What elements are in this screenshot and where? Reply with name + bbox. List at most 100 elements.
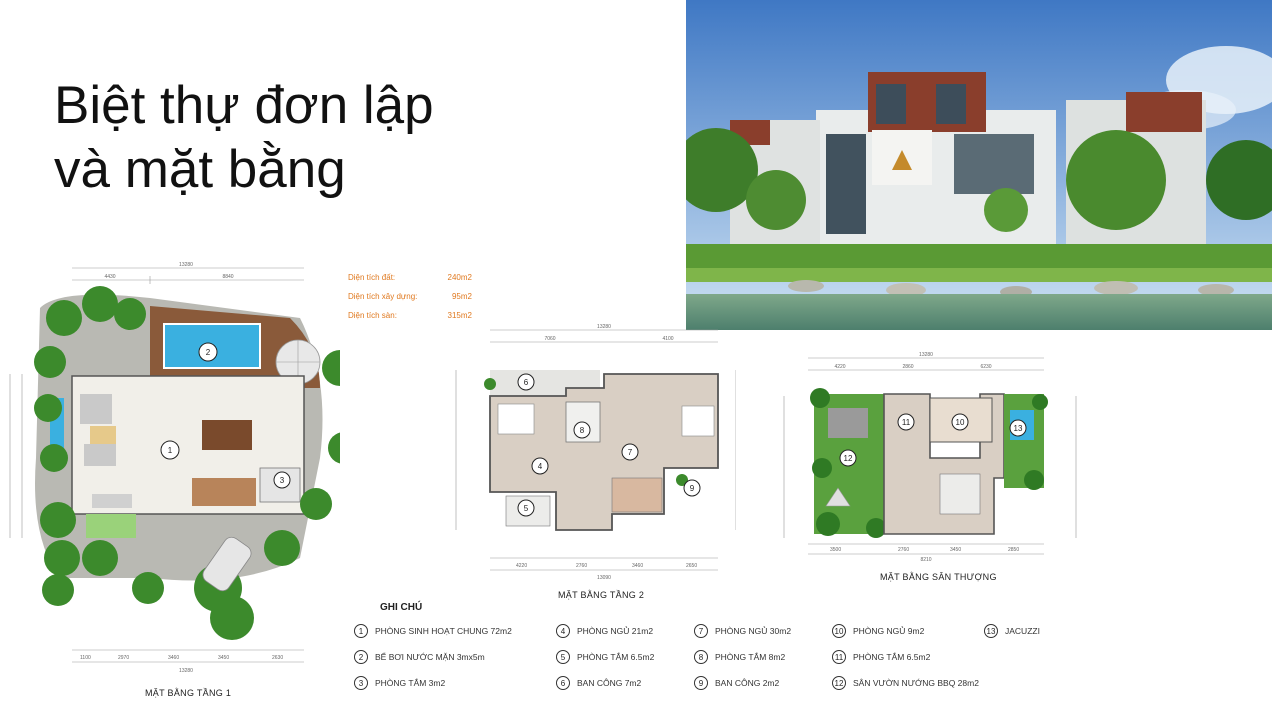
dim-bottom-1: 3500 [830, 547, 841, 553]
legend-text: SÂN VƯỜN NƯỚNG BBQ 28m2 [853, 678, 979, 688]
dim-bottom-3: 3460 [168, 655, 179, 661]
area-value: 240m2 [447, 273, 472, 282]
dim-top-total: 13280 [179, 262, 193, 268]
legend-text: BỂ BƠI NƯỚC MẶN 3mx5m [375, 652, 485, 662]
legend-number: 13 [984, 624, 998, 638]
legend-number: 5 [556, 650, 570, 664]
svg-text:13: 13 [1014, 424, 1023, 433]
dim-bottom-2: 2760 [898, 547, 909, 553]
dim-bottom-4: 2650 [686, 563, 697, 569]
legend-number: 6 [556, 676, 570, 690]
legend-number: 11 [832, 650, 846, 664]
dim-top-1: 4220 [834, 364, 845, 370]
legend-number: 9 [694, 676, 708, 690]
legend-item: 3 PHÒNG TẮM 3m2 [354, 676, 445, 690]
legend-item: 8 PHÒNG TẮM 8m2 [694, 650, 785, 664]
dim-bottom-1: 4220 [516, 563, 527, 569]
area-value: 95m2 [451, 292, 472, 301]
dim-top-a: 7060 [544, 336, 555, 342]
dim-bottom-total: 13280 [179, 668, 193, 674]
legend-item: 6 BAN CÔNG 7m2 [556, 676, 641, 690]
page-title: Biệt thự đơn lập và mặt bằng [54, 74, 434, 202]
legend-text: JACUZZI [1005, 626, 1040, 636]
villa-photo [686, 0, 1272, 330]
legend-text: PHÒNG NGỦ 30m2 [715, 626, 792, 636]
legend-number: 12 [832, 676, 846, 690]
floor-plan-2: 13280 7060 4100 6 8 4 7 5 9 4220 2760 34… [446, 318, 736, 580]
dim-bottom-3: 3450 [950, 547, 961, 553]
legend-text: PHÒNG SINH HOẠT CHUNG 72m2 [375, 626, 512, 636]
legend-item: 12 SÂN VƯỜN NƯỚNG BBQ 28m2 [832, 676, 979, 690]
dim-bottom-1: 1100 [80, 655, 91, 661]
legend-text: BAN CÔNG 2m2 [715, 678, 780, 688]
dim-bottom-3: 3460 [632, 563, 643, 569]
caption-rooftop: MẶT BẰNG SÂN THƯỢNG [880, 572, 997, 582]
legend-number: 8 [694, 650, 708, 664]
legend-text: PHÒNG NGỦ 21m2 [577, 626, 654, 636]
rooftop-plan: 13280 4220 2860 6230 11 10 13 12 3500 27… [780, 348, 1080, 562]
floor-plan-1: 13280 4430 8840 [0, 258, 340, 678]
dim-top-total: 13280 [919, 352, 933, 358]
legend-item: 1 PHÒNG SINH HOẠT CHUNG 72m2 [354, 624, 512, 638]
svg-text:12: 12 [844, 454, 853, 463]
legend-item: 9 BAN CÔNG 2m2 [694, 676, 779, 690]
svg-text:11: 11 [902, 418, 911, 427]
dim-bottom-5: 2630 [272, 655, 283, 661]
legend-number: 1 [354, 624, 368, 638]
dim-bottom-2: 2970 [118, 655, 129, 661]
dim-bottom-2: 2760 [576, 563, 587, 569]
legend-item: 2 BỂ BƠI NƯỚC MẶN 3mx5m [354, 650, 485, 664]
svg-text:7: 7 [628, 448, 633, 457]
legend-text: PHÒNG TẮM 6.5m2 [577, 652, 655, 662]
svg-text:10: 10 [956, 418, 965, 427]
dim-top-a: 4430 [104, 274, 115, 280]
legend-number: 10 [832, 624, 846, 638]
area-label: Diện tích sàn: [348, 311, 397, 320]
svg-text:4: 4 [538, 462, 543, 471]
area-info-row: Diện tích xây dựng: 95m2 [348, 287, 472, 306]
dim-bottom-4: 3450 [218, 655, 229, 661]
area-info-row: Diện tích đất: 240m2 [348, 268, 472, 287]
svg-text:6: 6 [524, 378, 529, 387]
dim-top-2: 2860 [902, 364, 913, 370]
area-info-row: Diện tích sàn: 315m2 [348, 306, 472, 325]
legend-text: PHÒNG TẮM 8m2 [715, 652, 786, 662]
dim-top-b: 4100 [662, 336, 673, 342]
legend-text: BAN CÔNG 7m2 [577, 678, 642, 688]
legend-item: 10 PHÒNG NGỦ 9m2 [832, 624, 924, 638]
legend-number: 4 [556, 624, 570, 638]
caption-floor-2: MẶT BẰNG TẦNG 2 [558, 590, 645, 600]
legend-number: 7 [694, 624, 708, 638]
area-info: Diện tích đất: 240m2 Diện tích xây dựng:… [348, 268, 472, 325]
legend-item: 5 PHÒNG TẮM 6.5m2 [556, 650, 654, 664]
dim-bottom-total: 13090 [597, 575, 611, 580]
area-value: 315m2 [447, 311, 472, 320]
legend-title: GHI CHÚ [380, 602, 423, 613]
legend-item: 13 JACUZZI [984, 624, 1040, 638]
legend-item: 4 PHÒNG NGỦ 21m2 [556, 624, 653, 638]
svg-text:5: 5 [524, 504, 529, 513]
legend-text: PHÒNG NGỦ 9m2 [853, 626, 925, 636]
dim-top-b: 8840 [222, 274, 233, 280]
title-line-1: Biệt thự đơn lập [54, 76, 434, 135]
svg-text:9: 9 [690, 484, 695, 493]
caption-floor-1: MẶT BẰNG TẦNG 1 [145, 688, 232, 698]
svg-text:3: 3 [280, 476, 285, 485]
legend-text: PHÒNG TẮM 3m2 [375, 678, 446, 688]
svg-text:2: 2 [206, 348, 211, 357]
area-label: Diện tích đất: [348, 273, 396, 282]
svg-text:8: 8 [580, 426, 585, 435]
legend: 1 PHÒNG SINH HOẠT CHUNG 72m2 2 BỂ BƠI NƯỚC… [354, 624, 1094, 690]
legend-item: 7 PHÒNG NGỦ 30m2 [694, 624, 791, 638]
area-label: Diện tích xây dựng: [348, 292, 418, 301]
dim-bottom-total: 8210 [920, 557, 931, 562]
legend-number: 3 [354, 676, 368, 690]
dim-bottom-4: 2850 [1008, 547, 1019, 553]
svg-text:1: 1 [168, 446, 173, 455]
dim-top-total: 13280 [597, 324, 611, 330]
legend-text: PHÒNG TẮM 6.5m2 [853, 652, 931, 662]
legend-number: 2 [354, 650, 368, 664]
title-line-2: và mặt bằng [54, 140, 346, 199]
dim-top-3: 6230 [980, 364, 991, 370]
legend-item: 11 PHÒNG TẮM 6.5m2 [832, 650, 930, 664]
